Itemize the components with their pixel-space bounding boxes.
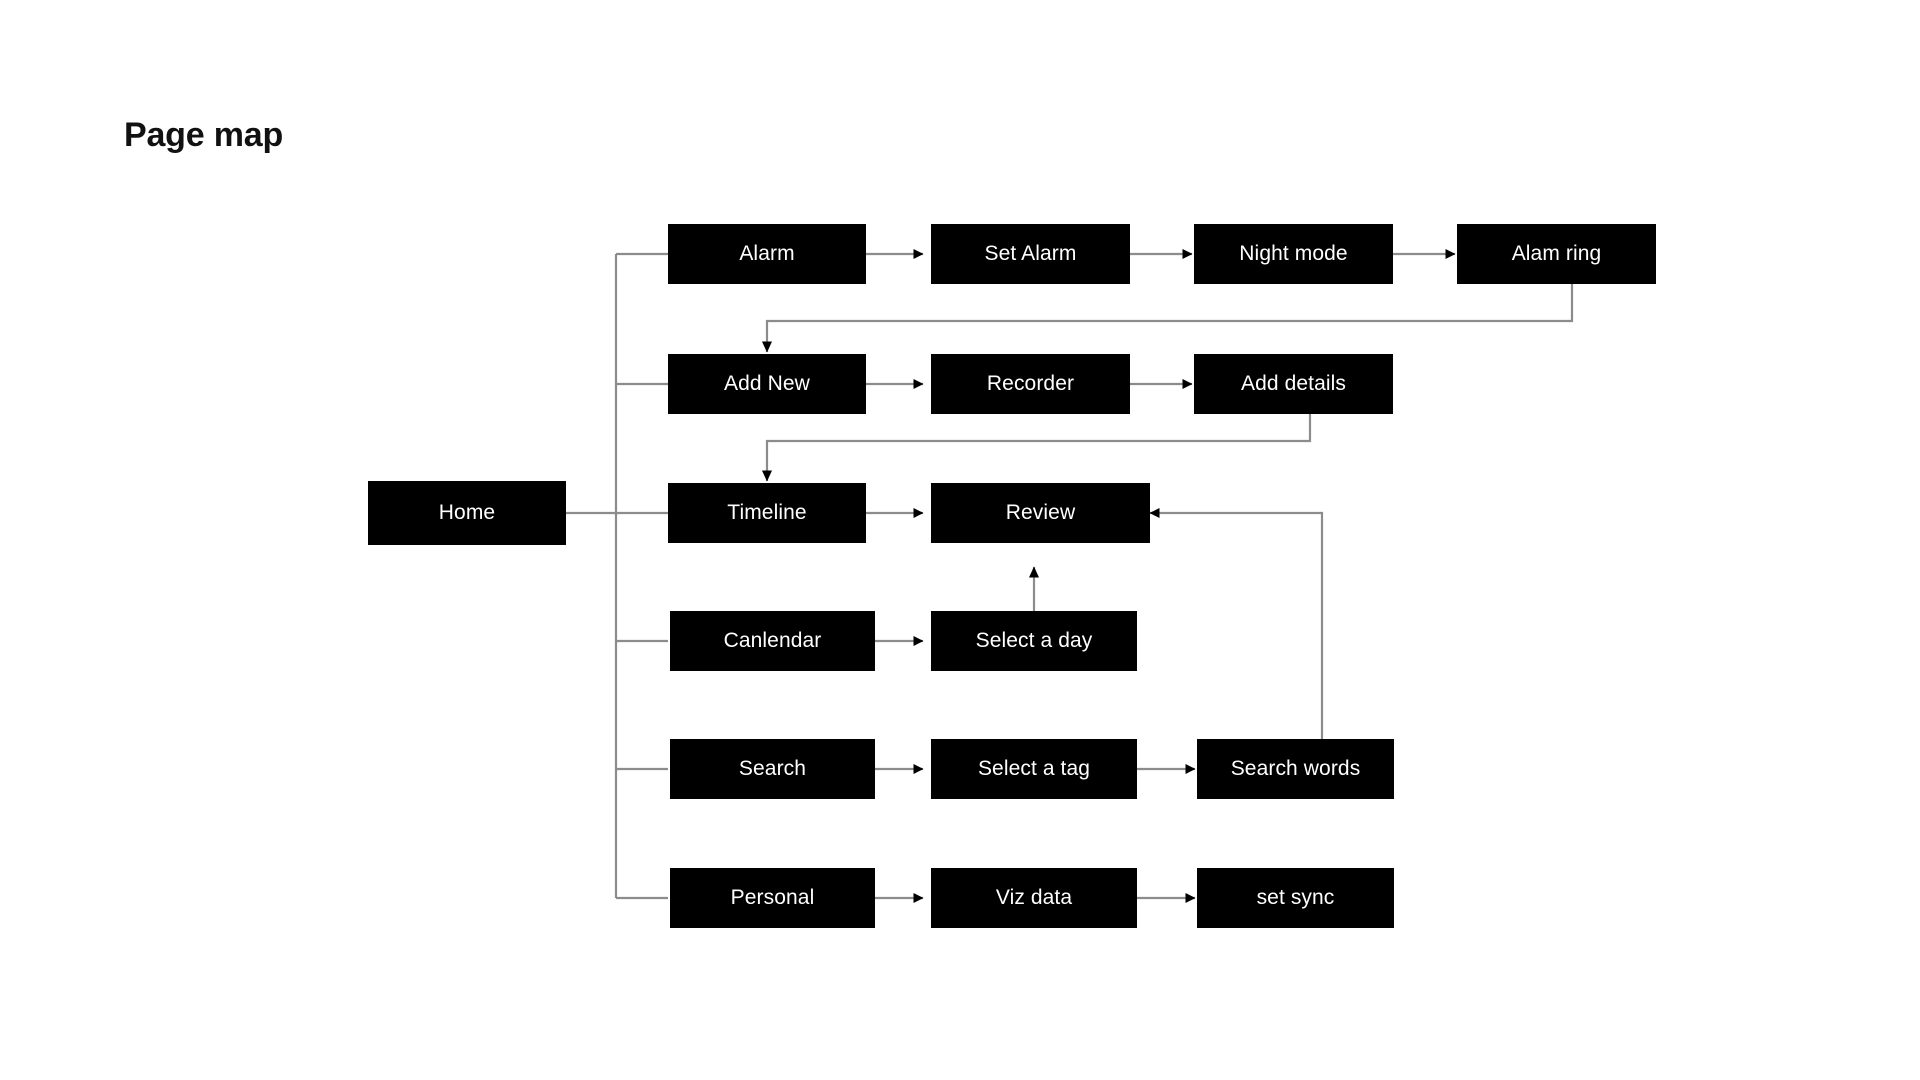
node-review-label: Review (1005, 501, 1076, 524)
node-select-a-day-label: Select a day (975, 629, 1093, 652)
node-search-words-label: Search words (1230, 757, 1361, 780)
node-alarm[interactable]: Alarm (668, 224, 866, 284)
edge-add-details-timeline (762, 414, 1312, 482)
node-viz-data-label: Viz data (995, 886, 1073, 909)
node-timeline[interactable]: Timeline (668, 483, 866, 543)
node-add-details[interactable]: Add details (1194, 354, 1393, 414)
node-personal[interactable]: Personal (670, 868, 875, 928)
page-title: Page map (124, 116, 284, 154)
node-night-mode-label: Night mode (1239, 242, 1348, 265)
node-timeline-label: Timeline (727, 501, 807, 524)
node-review[interactable]: Review (931, 483, 1150, 543)
node-add-new[interactable]: Add New (668, 354, 866, 414)
edge-alam-ring-add-new (762, 284, 1574, 353)
node-canlendar-label: Canlendar (723, 629, 822, 652)
node-select-a-tag-label: Select a tag (977, 757, 1091, 780)
edge-search-words-review (1149, 508, 1324, 739)
node-set-alarm[interactable]: Set Alarm (931, 224, 1130, 284)
node-canlendar[interactable]: Canlendar (670, 611, 875, 671)
node-home[interactable]: Home (368, 481, 566, 545)
node-search-label: Search (738, 757, 807, 780)
node-recorder-label: Recorder (986, 372, 1075, 395)
node-night-mode[interactable]: Night mode (1194, 224, 1393, 284)
node-set-alarm-label: Set Alarm (984, 242, 1077, 265)
node-recorder[interactable]: Recorder (931, 354, 1130, 414)
node-add-details-label: Add details (1240, 372, 1346, 395)
node-alam-ring-label: Alam ring (1511, 242, 1602, 265)
node-select-a-tag[interactable]: Select a tag (931, 739, 1137, 799)
node-search-words[interactable]: Search words (1197, 739, 1394, 799)
node-set-sync[interactable]: set sync (1197, 868, 1394, 928)
node-alam-ring[interactable]: Alam ring (1457, 224, 1656, 284)
node-set-sync-label: set sync (1256, 886, 1335, 909)
node-viz-data[interactable]: Viz data (931, 868, 1137, 928)
node-home-label: Home (438, 501, 496, 524)
node-select-a-day[interactable]: Select a day (931, 611, 1137, 671)
node-alarm-label: Alarm (739, 242, 795, 265)
node-personal-label: Personal (730, 886, 815, 909)
node-add-new-label: Add New (724, 372, 810, 395)
node-search[interactable]: Search (670, 739, 875, 799)
